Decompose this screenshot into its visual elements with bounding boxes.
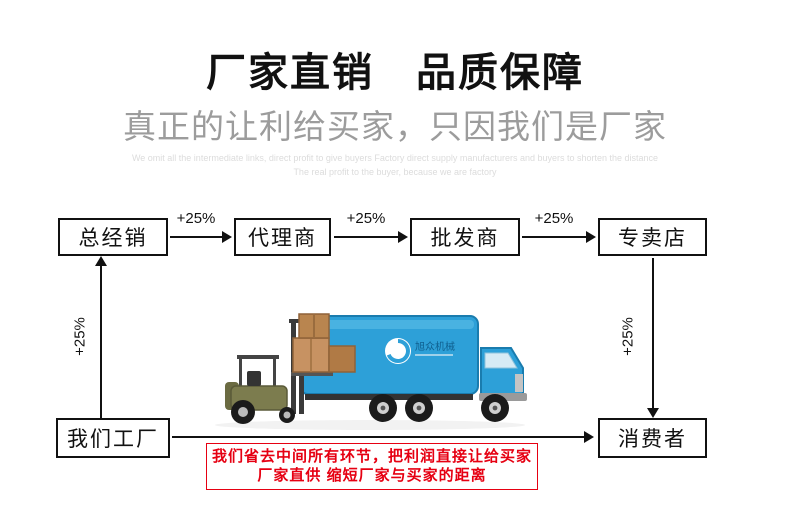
page-subtitle: 真正的让利给买家，只因我们是厂家 (123, 108, 667, 145)
arrow-wholesaler-to-store-icon (522, 231, 596, 243)
truck-forklift-illustration: 旭众机械 (195, 308, 530, 433)
node-specialty-store: 专卖店 (598, 218, 707, 256)
truck-logo-text: 旭众机械 (415, 340, 455, 353)
markup-label-2: +25% (346, 210, 386, 227)
page-title: 厂家直销 品质保障 (206, 51, 584, 95)
markup-label-3: +25% (534, 210, 574, 227)
arrow-distributor-to-agent-icon (170, 231, 232, 243)
arrow-factory-to-distributor-icon (95, 256, 107, 418)
arrow-factory-to-consumer-icon (172, 431, 594, 443)
arrow-agent-to-wholesaler-icon (334, 231, 408, 243)
direct-supply-message-box: 我们省去中间所有环节，把利润直接让给买家 厂家直供 缩短厂家与买家的距离 (206, 443, 538, 490)
node-wholesaler: 批发商 (410, 218, 520, 256)
node-general-distributor: 总经销 (58, 218, 168, 256)
watermark-line-1: We omit all the intermediate links, dire… (131, 153, 659, 163)
footer-message-line-1: 我们省去中间所有环节，把利润直接让给买家 (211, 448, 532, 465)
markup-label-1: +25% (176, 210, 216, 227)
footer-message-line-2: 厂家直供 缩短厂家与买家的距离 (257, 467, 487, 484)
truck-forklift-svg: 旭众机械 (215, 313, 527, 430)
node-consumer: 消费者 (598, 418, 707, 458)
markup-label-left: +25% (71, 317, 89, 356)
watermark-text: We omit all the intermediate links, dire… (0, 151, 790, 179)
node-our-factory: 我们工厂 (56, 418, 170, 458)
arrow-store-to-consumer-icon (647, 258, 659, 418)
watermark-line-2: The real profit to the buyer, because we… (293, 167, 497, 177)
markup-label-right: +25% (619, 317, 637, 356)
node-agent: 代理商 (234, 218, 331, 256)
